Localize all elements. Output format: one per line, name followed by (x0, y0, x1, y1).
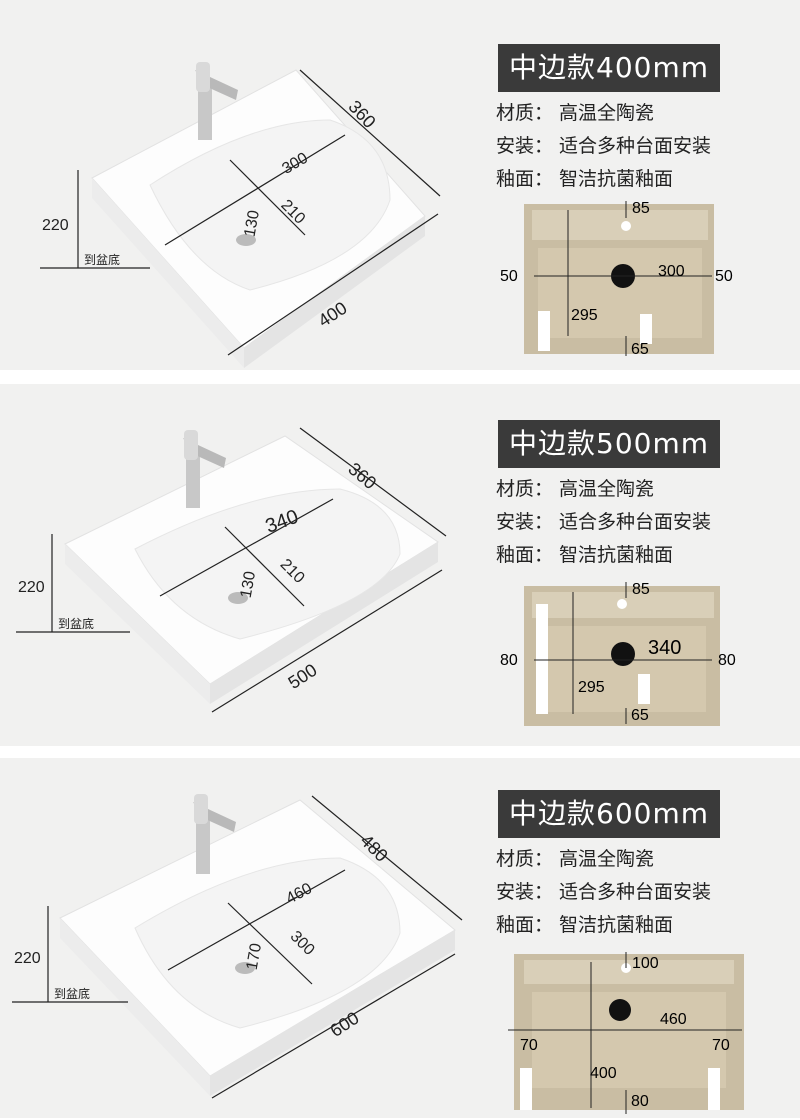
spec-glaze: 釉面：智洁抗菌釉面 (496, 544, 674, 566)
top-offset-label: 85 (632, 581, 650, 598)
to-bottom-label: 到盆底 (54, 986, 90, 1001)
inner-depth-label: 295 (578, 679, 605, 696)
left-offset-label: 70 (520, 1037, 538, 1054)
spec-material: 材质：高温全陶瓷 (496, 848, 655, 870)
spec-installation: 安装：适合多种台面安装 (496, 881, 712, 903)
underside-photo: 100 70 70 460 400 80 (498, 948, 760, 1116)
right-offset-label: 50 (715, 268, 733, 285)
underside-photo: 85 80 80 340 295 65 (498, 574, 743, 740)
inner-width-label: 300 (658, 263, 685, 280)
inner-depth-label: 400 (590, 1065, 617, 1082)
faucet-icon (193, 794, 236, 874)
faucet-icon (195, 62, 238, 140)
variant-panel-400: 360 400 300 210 130 220 到盆底 中边款400mm 材质：… (0, 0, 800, 370)
right-offset-label: 80 (718, 652, 736, 669)
variant-title: 中边款500mm (498, 420, 720, 468)
left-offset-label: 80 (500, 652, 518, 669)
inner-width-label: 340 (648, 637, 681, 659)
basin-illustration: 480 600 460 300 170 220 到盆底 (12, 794, 463, 1099)
height-label: 220 (14, 950, 41, 967)
bowl-height-label: 170 (244, 942, 265, 971)
drain-icon (235, 962, 255, 974)
bowl-height-label: 130 (242, 209, 263, 238)
bottom-offset-label: 80 (631, 1093, 649, 1110)
bottom-offset-label: 65 (631, 707, 649, 724)
bottom-offset-label: 65 (631, 341, 649, 358)
basin-illustration: 360 400 300 210 130 220 到盆底 (40, 62, 441, 368)
spec-material: 材质：高温全陶瓷 (496, 102, 655, 124)
right-offset-label: 70 (712, 1037, 730, 1054)
to-bottom-label: 到盆底 (84, 252, 120, 267)
drain-icon (236, 234, 256, 246)
top-offset-label: 85 (632, 200, 650, 217)
depth-label: 360 (345, 96, 380, 132)
basin-illustration: 360 500 340 210 130 220 到盆底 (16, 427, 447, 713)
variant-panel-500: 360 500 340 210 130 220 到盆底 中边款500mm 材质：… (0, 384, 800, 746)
width-label: 500 (284, 660, 320, 693)
height-label: 220 (18, 579, 45, 596)
spec-material: 材质：高温全陶瓷 (496, 478, 655, 500)
height-label: 220 (42, 217, 69, 234)
inner-width-label: 460 (660, 1011, 687, 1028)
bowl-height-label: 130 (238, 570, 259, 599)
inner-depth-label: 295 (571, 307, 598, 324)
spec-installation: 安装：适合多种台面安装 (496, 511, 712, 533)
underside-photo: 85 50 50 300 295 65 (498, 196, 743, 362)
spec-glaze: 釉面：智洁抗菌釉面 (496, 914, 674, 936)
spec-glaze: 釉面：智洁抗菌釉面 (496, 168, 674, 190)
variant-title: 中边款400mm (498, 44, 720, 92)
top-offset-label: 100 (632, 955, 659, 972)
spec-installation: 安装：适合多种台面安装 (496, 135, 712, 157)
drain-icon (228, 592, 248, 604)
faucet-icon (183, 430, 226, 508)
to-bottom-label: 到盆底 (58, 616, 94, 631)
variant-panel-600: 480 600 460 300 170 220 到盆底 中边款600mm 材质：… (0, 758, 800, 1118)
variant-title: 中边款600mm (498, 790, 720, 838)
left-offset-label: 50 (500, 268, 518, 285)
